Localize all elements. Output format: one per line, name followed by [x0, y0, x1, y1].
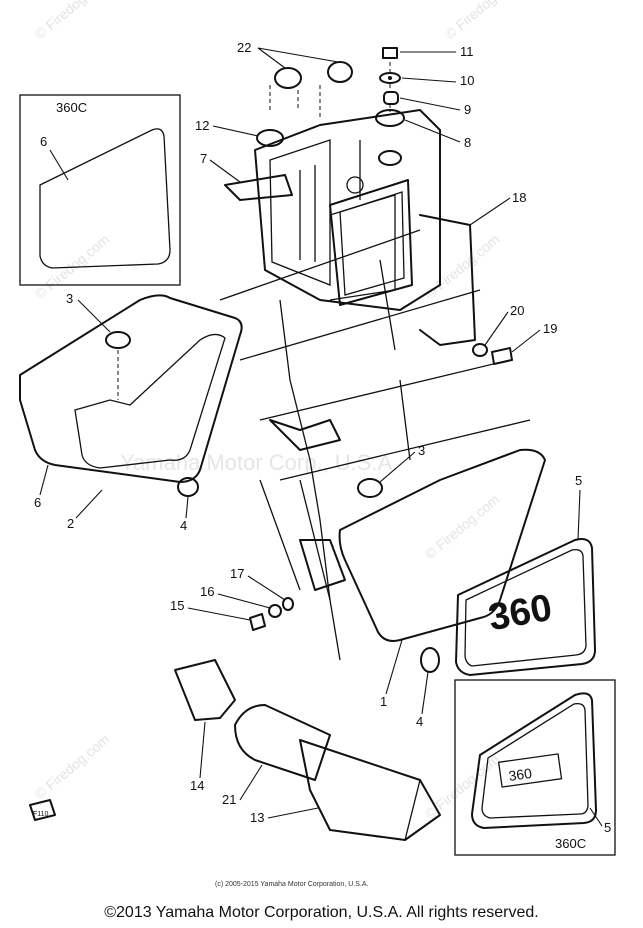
tool-box: F110 — [29, 659, 441, 841]
left-side-cover — [19, 294, 243, 483]
callout-5-inset: 5 — [604, 820, 611, 835]
side-emblem: 360 — [455, 538, 596, 676]
callout-3-right: 3 — [418, 443, 425, 458]
callout-5: 5 — [575, 473, 582, 488]
callout-12: 12 — [195, 118, 209, 133]
watermark-group: © Firedog.com © Firedog.com © Firedog.co… — [32, 0, 523, 822]
callout-22: 22 — [237, 40, 251, 55]
battery-box-assembly — [224, 109, 476, 346]
callout-13: 13 — [250, 810, 264, 825]
callout-17: 17 — [230, 566, 244, 581]
callout-4: 4 — [180, 518, 187, 533]
callout-21: 21 — [222, 792, 236, 807]
bolts — [249, 343, 513, 631]
watermark-center: Yamaha Motor Corp., U.S.A. — [120, 450, 398, 475]
watermark-firedog: © Firedog.com — [442, 0, 523, 42]
callout-16: 16 — [200, 584, 214, 599]
emblem-text: 360 — [485, 587, 555, 639]
inset-bottom-right: 360 360C — [454, 679, 616, 856]
right-side-cover — [177, 448, 546, 673]
inset-label: 360C — [555, 836, 586, 851]
callout-7: 7 — [200, 151, 207, 166]
callout-3: 3 — [66, 291, 73, 306]
callout-8: 8 — [464, 135, 471, 150]
callout-10: 10 — [460, 73, 474, 88]
callouts: 22 11 10 9 8 12 7 6 18 3 20 19 3 6 2 4 5… — [34, 40, 611, 835]
small-copyright: (c) 2005-2015 Yamaha Motor Corporation, … — [215, 881, 368, 888]
footer-copyright: ©2013 Yamaha Motor Corporation, U.S.A. A… — [104, 904, 539, 921]
emblem-text: 360 — [508, 765, 534, 784]
watermark-firedog: © Firedog.com — [32, 0, 113, 42]
callout-19: 19 — [543, 321, 557, 336]
corner-mark: F110 — [33, 811, 49, 818]
watermark-firedog: © Firedog.com — [422, 491, 503, 562]
callout-6-left: 6 — [34, 495, 41, 510]
inset-label: 360C — [56, 100, 87, 115]
callout-20: 20 — [510, 303, 524, 318]
callout-4-right: 4 — [416, 714, 423, 729]
watermark-firedog: © Firedog.com — [422, 751, 503, 822]
callout-1: 1 — [380, 694, 387, 709]
callout-14: 14 — [190, 778, 204, 793]
inset-top-left: 360C — [19, 94, 181, 286]
hardware-parts — [269, 47, 401, 120]
callout-2: 2 — [67, 516, 74, 531]
watermark-firedog: © Firedog.com — [32, 731, 113, 802]
callout-18: 18 — [512, 190, 526, 205]
callout-9: 9 — [464, 102, 471, 117]
callout-6: 6 — [40, 134, 47, 149]
callout-15: 15 — [170, 598, 184, 613]
watermark-firedog: © Firedog.com — [422, 231, 503, 302]
callout-11: 11 — [460, 44, 474, 59]
frame — [219, 229, 531, 661]
